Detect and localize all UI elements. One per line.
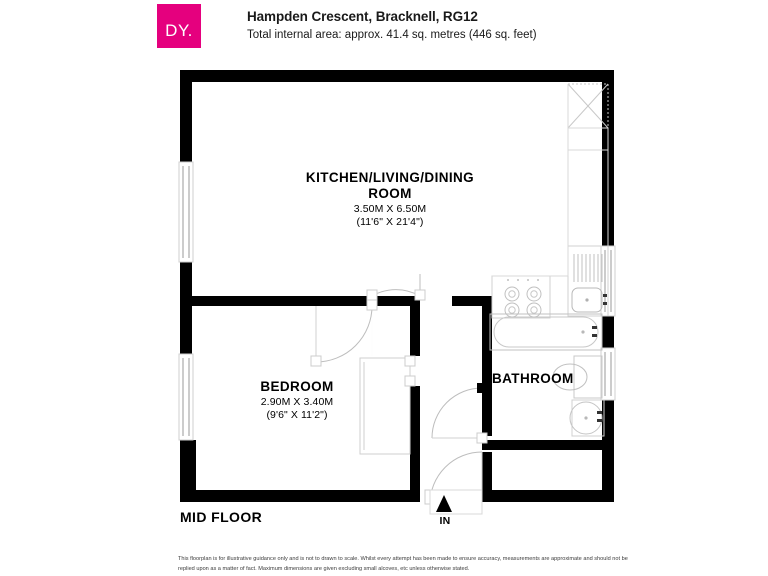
document-header: DY. Hampden Crescent, Bracknell, RG12 To… xyxy=(157,4,537,48)
bathtub-icon xyxy=(489,313,603,351)
door-living-room xyxy=(366,274,426,301)
disclaimer-text: This floorplan is for illustrative guida… xyxy=(178,555,630,575)
room-label-bedroom: BEDROOM 2.90M X 3.40M (9'6" X 11'2") xyxy=(232,379,362,422)
brand-logo-text: DY. xyxy=(165,21,193,40)
room-label-kitchen-living-dining: KITCHEN/LIVING/DINING ROOM 3.50M X 6.50M… xyxy=(292,170,488,229)
door-bathroom xyxy=(431,383,488,444)
wall-cabinet-x-icon xyxy=(567,83,609,129)
door-entrance xyxy=(424,451,483,515)
kitchen-sink-icon xyxy=(567,245,609,317)
room-dimension-imperial: (11'6" X 21'4") xyxy=(356,216,424,229)
exterior-walls xyxy=(180,70,614,502)
entrance-label: IN xyxy=(439,515,451,527)
room-dimension-metric: 3.50M X 6.50M xyxy=(353,202,427,215)
room-dimension-metric: 2.90M X 3.40M xyxy=(260,395,334,408)
floor-level-label: MID FLOOR xyxy=(180,509,263,525)
washbasin-icon xyxy=(569,399,605,437)
room-dimension-imperial: (9'6" X 11'2") xyxy=(266,409,328,422)
kitchen-hob-icon xyxy=(491,275,551,319)
room-label-bathroom: BATHROOM xyxy=(492,371,584,387)
header-text-block: Hampden Crescent, Bracknell, RG12 Total … xyxy=(247,4,537,41)
disclaimer-line-1: This floorplan is for illustrative guida… xyxy=(178,556,550,562)
total-area-subtitle: Total internal area: approx. 41.4 sq. me… xyxy=(247,29,537,41)
brand-logo: DY. xyxy=(157,4,201,48)
page-title: Hampden Crescent, Bracknell, RG12 xyxy=(247,9,478,24)
kitchen-fixtures xyxy=(491,83,609,319)
room-name: BATHROOM xyxy=(492,371,574,386)
door-bedroom xyxy=(310,299,378,367)
entrance-arrow-icon xyxy=(436,495,452,512)
disclaimer-line-2: approximate and should not be replied up… xyxy=(178,556,628,572)
room-name: BEDROOM xyxy=(260,379,334,394)
built-in-wardrobe-icon xyxy=(359,357,411,455)
room-name: KITCHEN/LIVING/DINING ROOM xyxy=(305,170,475,201)
